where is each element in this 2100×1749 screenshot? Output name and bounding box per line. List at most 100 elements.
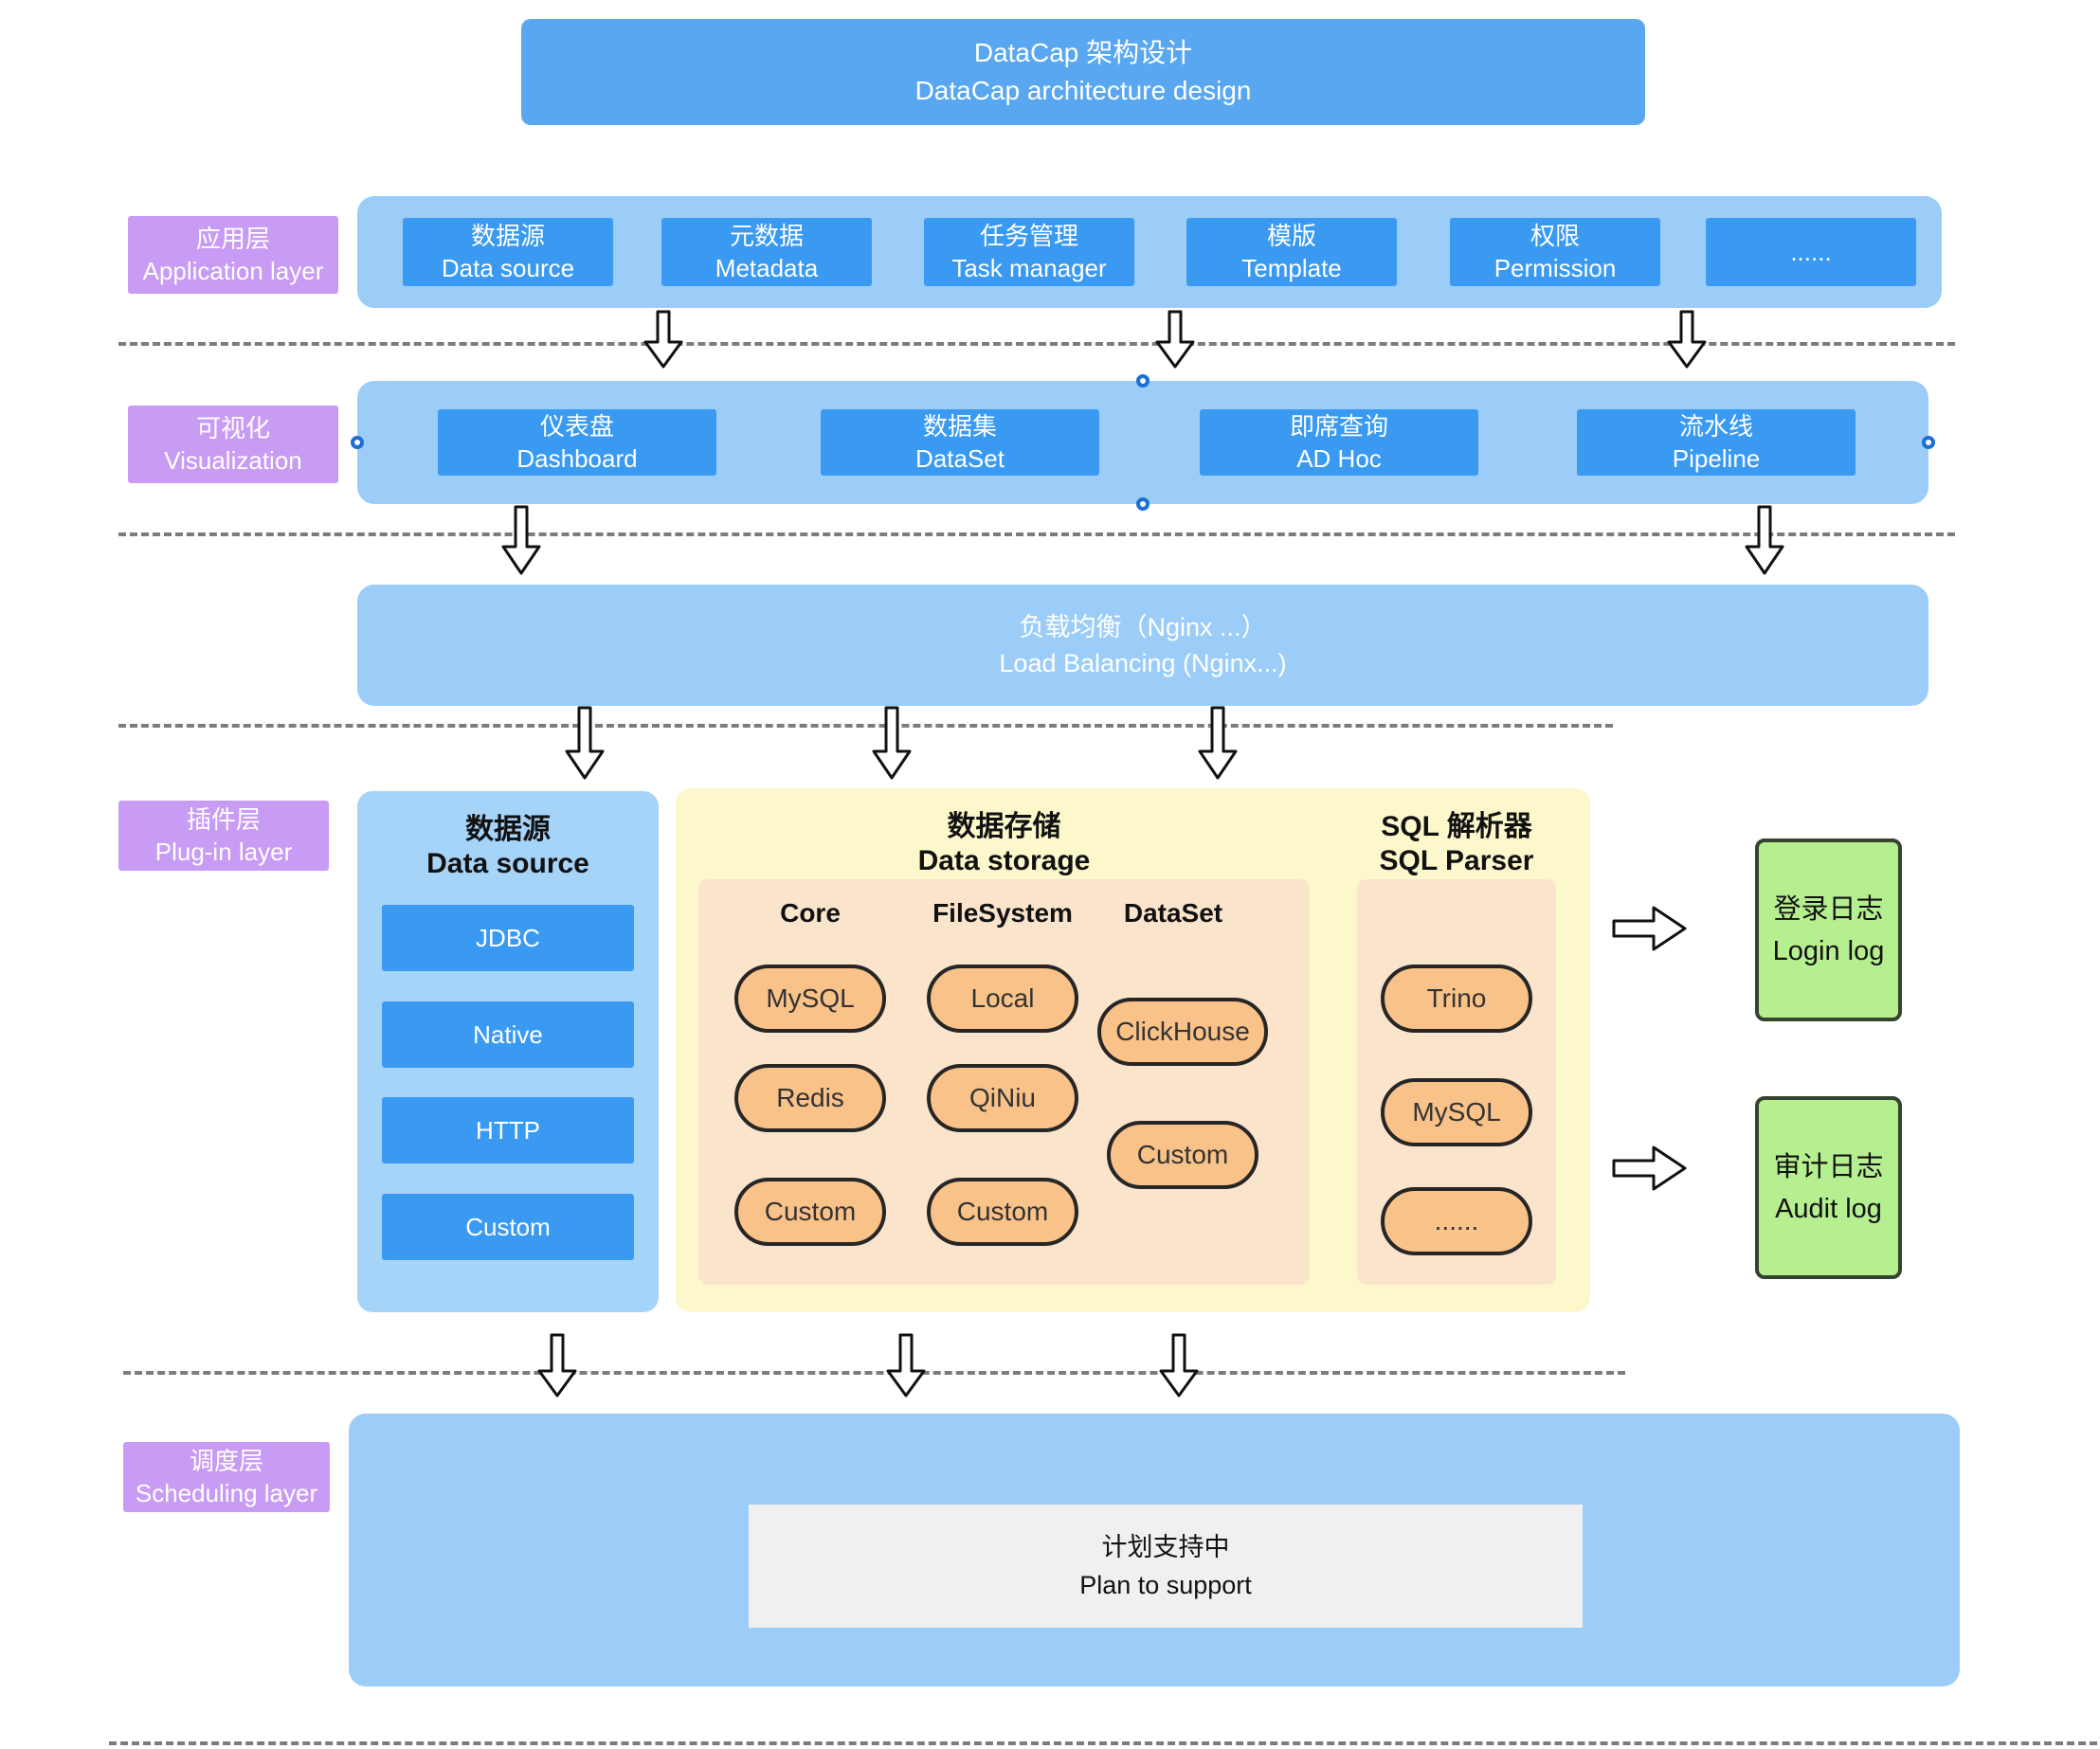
plugin-layer-label: 插件层 Plug-in layer (118, 801, 329, 871)
scheduling-layer-label-zh: 调度层 (189, 1447, 263, 1475)
down-arrow-icon (1196, 705, 1240, 781)
down-arrow-icon (870, 705, 914, 781)
load-balancer-en: Load Balancing (Nginx...) (999, 649, 1287, 677)
node-more-apps-label: ...... (1790, 238, 1832, 266)
pill-fs-qiniu-label: QiNiu (969, 1083, 1036, 1112)
pill-dataset-custom-label: Custom (1136, 1140, 1229, 1169)
node-metadata-en: Metadata (715, 254, 819, 282)
layer-divider-3 (118, 724, 1613, 728)
application-layer-label: 应用层 Application layer (128, 216, 338, 294)
scheduling-layer-label: 调度层 Scheduling layer (123, 1442, 330, 1512)
pill-dataset-clickhouse: ClickHouse (1097, 998, 1268, 1066)
node-permission: 权限 Permission (1450, 218, 1660, 286)
connection-handle-bottom (1136, 497, 1150, 511)
storage-header: 数据存储 Data storage (698, 810, 1310, 878)
node-metadata-zh: 元数据 (729, 222, 804, 250)
node-jdbc-label: JDBC (476, 924, 540, 952)
audit-log-en: Audit log (1775, 1193, 1882, 1224)
pill-core-mysql: MySQL (734, 965, 886, 1033)
down-arrow-icon (563, 705, 606, 781)
node-dataset: 数据集 DataSet (821, 409, 1099, 476)
load-balancer-zh: 负载均衡（Nginx ...） (1019, 613, 1267, 641)
down-arrow-icon (884, 1332, 928, 1398)
node-data-source-zh: 数据源 (470, 222, 545, 250)
storage-header-en: Data storage (917, 845, 1091, 876)
node-task-manager-en: Task manager (951, 254, 1107, 282)
load-balancer-box: 负载均衡（Nginx ...） Load Balancing (Nginx...… (357, 585, 1928, 706)
connection-handle-top (1136, 374, 1150, 388)
parser-header-zh: SQL 解析器 (1381, 811, 1532, 842)
node-dashboard: 仪表盘 Dashboard (438, 409, 716, 476)
node-dashboard-zh: 仪表盘 (539, 412, 614, 441)
layer-divider-bottom (109, 1741, 2097, 1745)
pill-parser-more-label: ...... (1434, 1206, 1479, 1235)
scheduling-layer-label-en: Scheduling layer (135, 1479, 318, 1507)
down-arrow-icon (1153, 309, 1197, 370)
node-permission-zh: 权限 (1530, 222, 1580, 250)
plugin-datasource-header: 数据源 Data source (357, 813, 659, 881)
node-dataset-en: DataSet (915, 444, 1005, 473)
audit-log-box: 审计日志 Audit log (1755, 1096, 1902, 1279)
node-task-manager-zh: 任务管理 (979, 222, 1078, 250)
application-layer-label-en: Application layer (142, 257, 324, 285)
node-data-source-en: Data source (441, 254, 575, 282)
diagram-title-en: DataCap architecture design (914, 76, 1252, 105)
node-native: Native (382, 1001, 634, 1068)
visualization-layer-label-zh: 可视化 (195, 414, 270, 442)
down-arrow-icon (642, 309, 685, 370)
connection-handle-right (1922, 436, 1935, 449)
pill-parser-trino-label: Trino (1426, 983, 1487, 1013)
login-log-zh: 登录日志 (1773, 893, 1884, 925)
storage-header-zh: 数据存储 (947, 811, 1061, 842)
node-dashboard-en: Dashboard (516, 444, 638, 473)
node-template-zh: 模版 (1266, 222, 1316, 250)
pill-core-mysql-label: MySQL (766, 983, 855, 1013)
plan-to-support-en: Plan to support (1079, 1571, 1252, 1599)
node-datasource-custom: Custom (382, 1194, 634, 1260)
down-arrow-icon (1743, 504, 1786, 576)
down-arrow-icon (535, 1332, 579, 1398)
node-template-en: Template (1241, 254, 1342, 282)
login-log-en: Login log (1772, 935, 1885, 966)
node-pipeline-zh: 流水线 (1678, 412, 1753, 441)
node-adhoc-en: AD Hoc (1296, 444, 1382, 473)
plugin-layer-label-zh: 插件层 (186, 805, 261, 834)
pill-fs-local-label: Local (970, 983, 1035, 1013)
pill-fs-qiniu: QiNiu (927, 1064, 1078, 1132)
node-pipeline: 流水线 Pipeline (1577, 409, 1856, 476)
node-jdbc: JDBC (382, 905, 634, 971)
node-datasource-custom-label: Custom (465, 1213, 551, 1241)
storage-col-filesystem: FileSystem (932, 898, 1073, 928)
plan-to-support-box: 计划支持中 Plan to support (749, 1505, 1583, 1628)
diagram-title-zh: DataCap 架构设计 (973, 38, 1193, 67)
audit-log-zh: 审计日志 (1773, 1151, 1884, 1182)
node-task-manager: 任务管理 Task manager (924, 218, 1134, 286)
node-native-label: Native (473, 1020, 543, 1049)
pill-core-custom-label: Custom (764, 1197, 857, 1226)
plugin-datasource-header-zh: 数据源 (465, 814, 551, 845)
pill-fs-custom: Custom (927, 1178, 1078, 1246)
node-metadata: 元数据 Metadata (661, 218, 872, 286)
pill-core-redis: Redis (734, 1064, 886, 1132)
visualization-layer-label: 可视化 Visualization (128, 406, 338, 483)
down-arrow-icon (499, 504, 543, 576)
down-arrow-icon (1665, 309, 1709, 370)
pill-dataset-clickhouse-label: ClickHouse (1115, 1017, 1250, 1046)
pill-fs-custom-label: Custom (956, 1197, 1049, 1226)
application-layer-label-zh: 应用层 (195, 225, 270, 253)
right-arrow-icon (1611, 902, 1689, 955)
visualization-layer-label-en: Visualization (164, 446, 302, 475)
node-more-apps: ...... (1706, 218, 1916, 286)
storage-col-dataset: DataSet (1123, 898, 1223, 928)
pill-parser-mysql: MySQL (1381, 1078, 1532, 1146)
pill-core-redis-label: Redis (776, 1083, 844, 1112)
plugin-datasource-header-en: Data source (426, 848, 589, 879)
node-template: 模版 Template (1186, 218, 1397, 286)
right-arrow-icon (1611, 1142, 1689, 1195)
node-adhoc: 即席查询 AD Hoc (1200, 409, 1478, 476)
node-dataset-zh: 数据集 (922, 412, 997, 441)
pill-core-custom: Custom (734, 1178, 886, 1246)
layer-divider-2 (118, 532, 1955, 536)
down-arrow-icon (1157, 1332, 1201, 1398)
diagram-title: DataCap 架构设计 DataCap architecture design (521, 19, 1645, 125)
